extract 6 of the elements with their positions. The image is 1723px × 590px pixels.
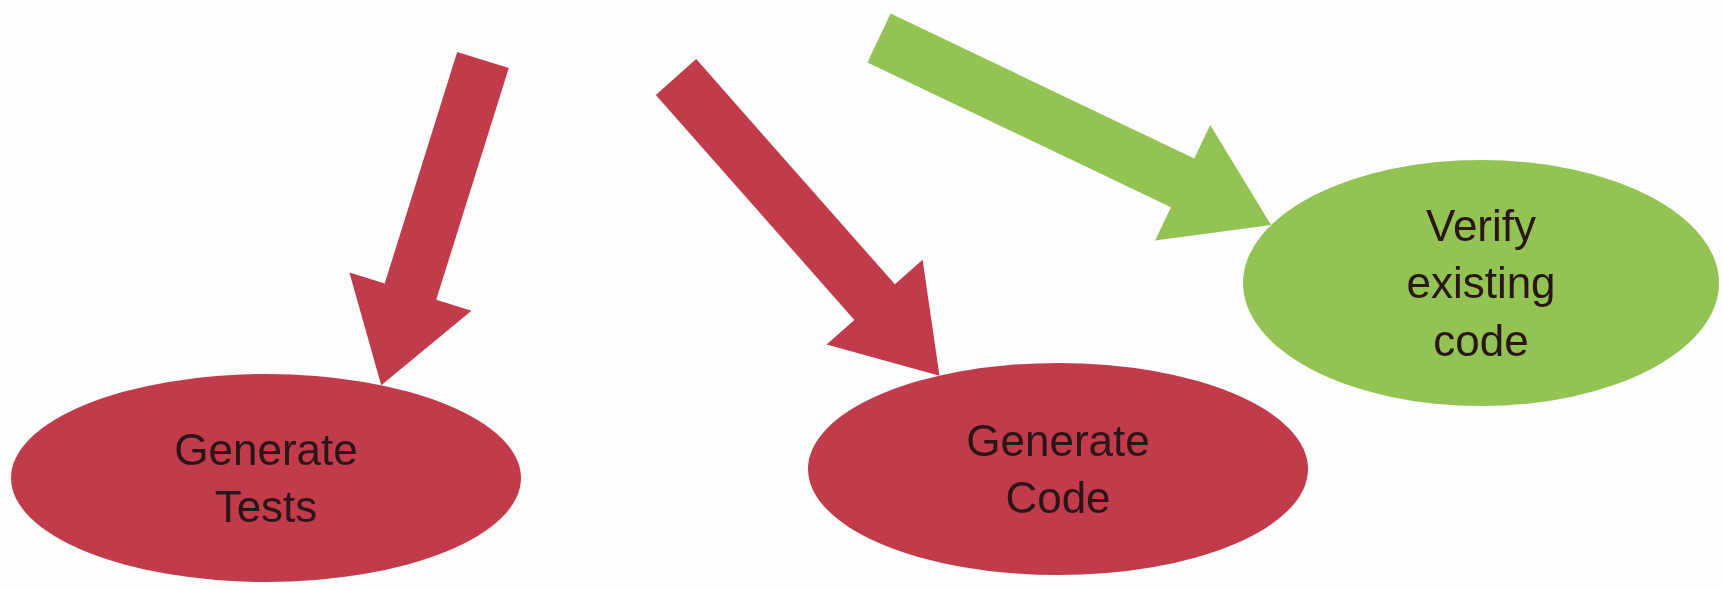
node-label: Verify existing code [1405, 200, 1557, 367]
block-arrow [349, 51, 509, 386]
node-label: Generate Code [965, 414, 1151, 524]
block-arrow [867, 13, 1272, 241]
block-arrow [655, 59, 940, 376]
node-label: Generate Tests [173, 423, 359, 533]
